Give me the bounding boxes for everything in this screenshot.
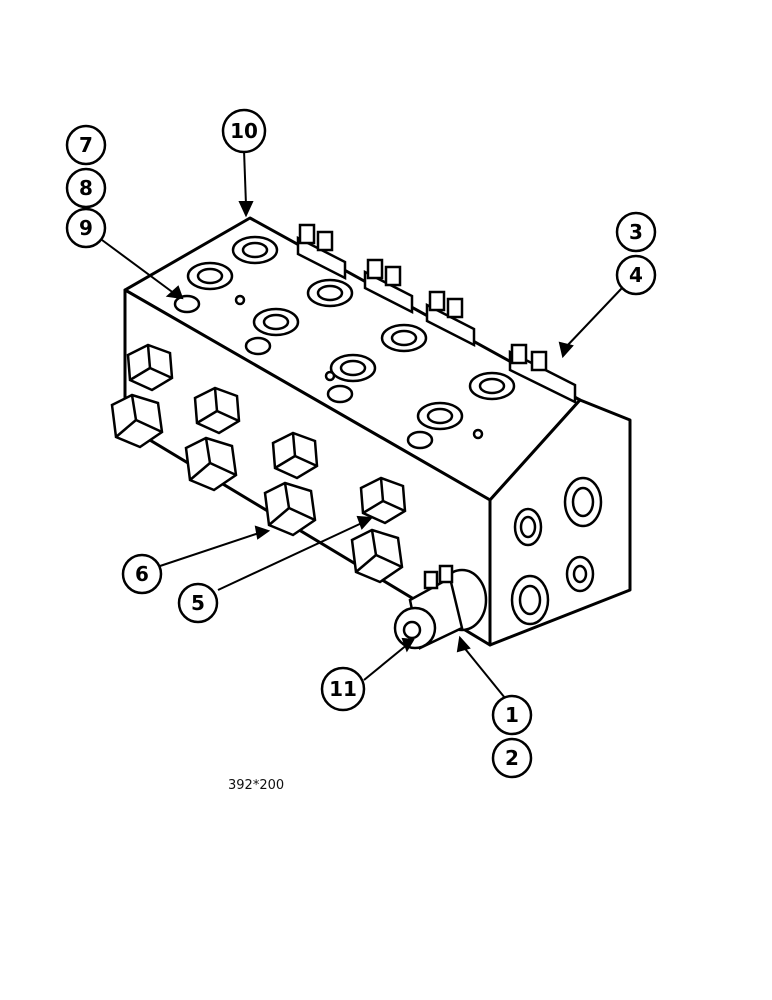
top-plug bbox=[326, 384, 354, 404]
callout-11: 11 bbox=[320, 666, 366, 712]
top-face-ports bbox=[173, 235, 516, 450]
callout-9: 9 bbox=[65, 207, 107, 249]
svg-text:3: 3 bbox=[629, 220, 643, 244]
solenoid-coils bbox=[296, 223, 577, 405]
hex-plug bbox=[263, 481, 317, 537]
end-face-ports bbox=[510, 476, 603, 626]
svg-text:2: 2 bbox=[505, 746, 519, 770]
leader-1 bbox=[461, 644, 506, 699]
callout-6: 6 bbox=[121, 553, 163, 595]
top-plug bbox=[173, 294, 201, 314]
top-port-inner bbox=[426, 407, 454, 425]
solenoid-coil-2 bbox=[363, 258, 414, 315]
top-port-inner bbox=[316, 284, 344, 302]
hex-plug bbox=[184, 436, 238, 492]
svg-text:10: 10 bbox=[230, 119, 258, 143]
top-small-hole bbox=[324, 370, 336, 382]
leader-10 bbox=[243, 149, 247, 206]
callout-10: 10 bbox=[221, 108, 267, 154]
end-port-inner bbox=[518, 584, 542, 616]
leader-9 bbox=[101, 239, 176, 295]
top-plug bbox=[406, 430, 434, 450]
callout-3: 3 bbox=[615, 211, 657, 253]
front-solenoid bbox=[393, 564, 488, 650]
top-port-inner bbox=[339, 359, 367, 377]
front-hex-plugs bbox=[110, 343, 407, 584]
end-port-inner bbox=[571, 486, 595, 518]
hex-plug bbox=[126, 343, 174, 392]
top-plug bbox=[244, 336, 272, 356]
leader-11 bbox=[363, 643, 409, 681]
callout-2: 2 bbox=[491, 737, 533, 779]
top-small-hole bbox=[472, 428, 484, 440]
leader-4 bbox=[564, 287, 623, 349]
figure-code: 392*200 bbox=[228, 778, 284, 793]
svg-text:5: 5 bbox=[191, 591, 205, 615]
callout-8: 8 bbox=[65, 167, 107, 209]
hex-plug bbox=[359, 476, 407, 525]
hex-plug bbox=[110, 393, 164, 449]
svg-text:11: 11 bbox=[329, 677, 357, 701]
end-port-inner bbox=[572, 564, 588, 584]
callout-1: 1 bbox=[491, 694, 533, 736]
svg-text:9: 9 bbox=[79, 216, 93, 240]
leader-5 bbox=[217, 521, 365, 591]
hex-plug bbox=[193, 386, 241, 435]
top-port-inner bbox=[262, 313, 290, 331]
svg-text:8: 8 bbox=[79, 176, 93, 200]
leader-6 bbox=[159, 531, 263, 567]
svg-text:6: 6 bbox=[135, 562, 149, 586]
solenoid-coil-3 bbox=[425, 290, 476, 348]
callout-4: 4 bbox=[615, 254, 657, 296]
callouts: 7 8 9 10 3 4 6 5 bbox=[65, 108, 657, 779]
svg-text:4: 4 bbox=[629, 263, 643, 287]
top-small-hole bbox=[234, 294, 246, 306]
hex-plug bbox=[350, 528, 404, 584]
svg-text:1: 1 bbox=[505, 703, 519, 727]
top-port-inner bbox=[478, 377, 506, 395]
solenoid-coil-4 bbox=[508, 343, 577, 405]
end-port-inner bbox=[519, 515, 537, 539]
leader-lines bbox=[101, 149, 623, 699]
solenoid-coil-1 bbox=[296, 223, 347, 281]
svg-text:7: 7 bbox=[79, 133, 93, 157]
hex-plug bbox=[271, 431, 319, 480]
top-port-inner bbox=[390, 329, 418, 347]
top-port-inner bbox=[241, 241, 269, 259]
callout-5: 5 bbox=[177, 582, 219, 624]
top-port-inner bbox=[196, 267, 224, 285]
callout-7: 7 bbox=[65, 124, 107, 166]
